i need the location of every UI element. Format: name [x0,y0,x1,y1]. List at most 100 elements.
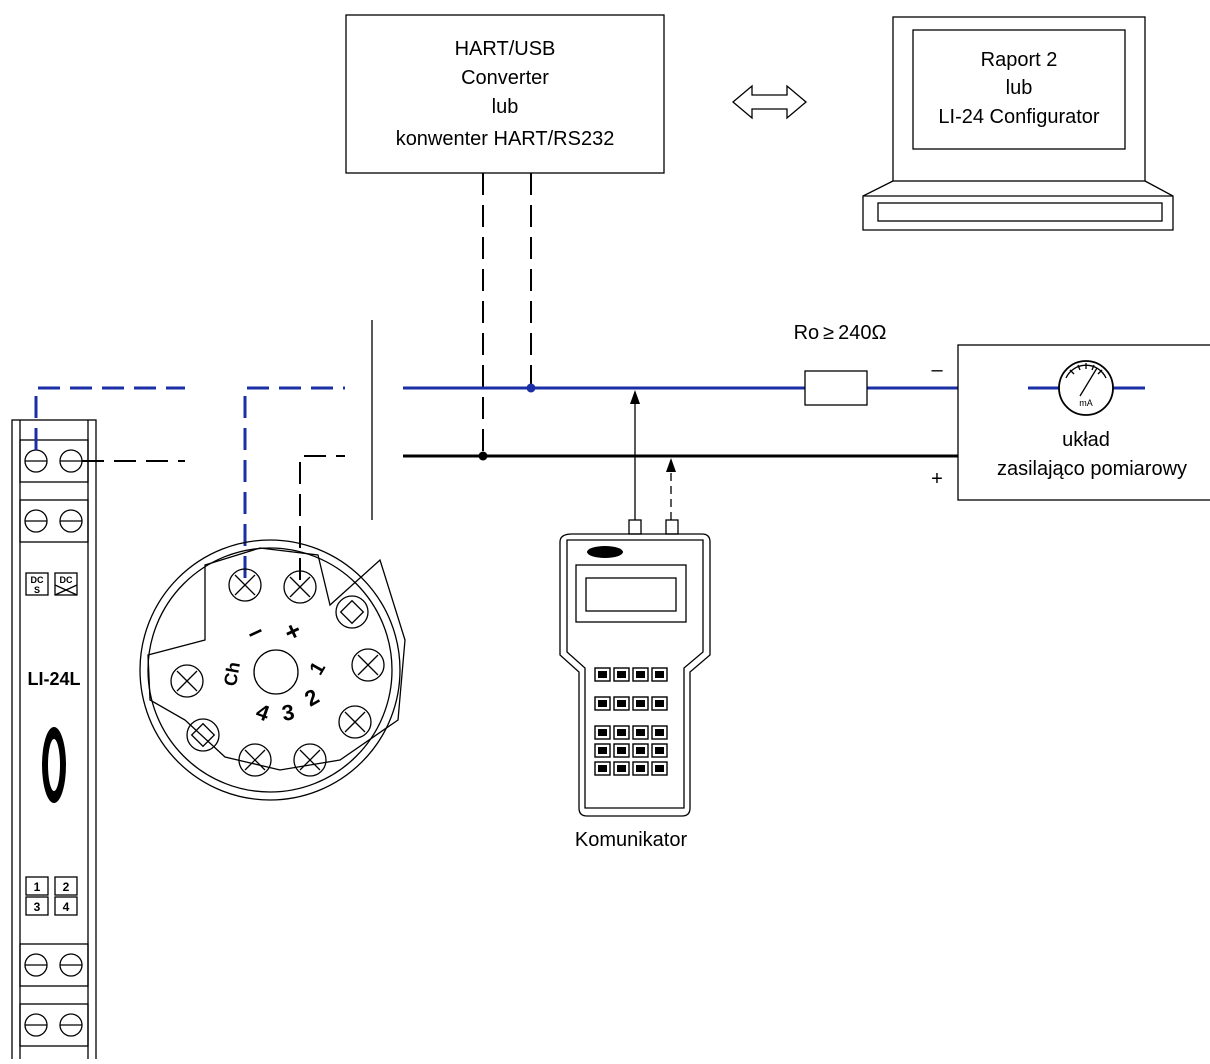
laptop-screen [892,16,1146,182]
head-insert-body [147,547,406,771]
communicator-jack-1 [628,519,642,535]
head-pin-4: 4 [253,699,274,727]
keypad-key-glyph [617,671,626,678]
probe-arrow-black [666,458,676,472]
converter-line-3: lub [492,96,519,118]
terminal-label-1 [25,876,49,896]
power-unit-line-2: zasilająco pomiarowy [997,458,1187,480]
module-brand-logo [42,727,66,803]
communicator-display-bezel [575,564,687,623]
head-pin-3: 3 [280,699,296,726]
meter-unit: mA [1079,398,1093,408]
keypad-key-glyph [598,700,607,707]
power-unit-frame [957,344,1210,501]
mount-screw-icon-2 [186,718,220,752]
bidirectional-arrow-icon [731,84,808,120]
dc-badge-1 [25,572,49,596]
head-screw-icons [170,568,385,777]
terminal-num-4: 4 [63,900,70,914]
keypad-key-glyph [636,671,645,678]
mount-screw-icon-1 [335,595,369,629]
terminal-num-3: 3 [34,900,41,914]
dc-badge-1-text: DC [31,575,44,585]
laptop-display [912,29,1126,150]
keypad-key-glyph [598,729,607,736]
terminal-block-bottom-2 [19,1003,89,1047]
converter-frame [345,14,665,174]
dc-badge-1-sub: S [34,585,40,595]
head-pin-2: 2 [300,684,323,712]
junction-dot-blue [526,383,536,393]
power-unit-line-1: układ [1062,429,1110,451]
keypad-key-glyph [655,700,664,707]
communicator-keypad [594,667,668,776]
terminal-block-top-2 [19,499,89,543]
probe-arrow-blue [630,390,640,404]
keypad-key-glyph [655,729,664,736]
milliammeter-icon [1058,360,1114,416]
terminal-label-3 [25,896,49,916]
keypad-key-glyph [598,765,607,772]
power-unit-plus: + [931,468,943,490]
hart-communicator [559,519,711,817]
converter-line-1: HART/USB [455,38,556,60]
head-ch-label: Ch [220,660,244,687]
head-inner-ring [147,547,393,793]
keypad-key-glyph [655,747,664,754]
communicator-logo [587,546,623,558]
keypad-key-glyph [598,671,607,678]
communicator-inner-outline [566,539,704,809]
laptop-line-1: Raport 2 [981,49,1058,71]
head-wire-black [299,455,345,580]
power-unit-minus: – [931,359,943,381]
dc-badge-2-text: DC [60,575,73,585]
keypad-key-glyph [655,671,664,678]
keypad-key-glyph [598,747,607,754]
converter-box: HART/USB Converter lub konwenter HART/RS… [345,14,665,174]
laptop-line-2: lub [1006,77,1033,99]
communicator-label: Komunikator [575,829,688,851]
head-center-hole [253,649,299,695]
converter-line-2: Converter [461,67,549,89]
power-unit: – + mA układ zasilająco pomiarowy [931,344,1210,501]
din-wire-blue [34,386,185,450]
keypad-key-glyph [617,765,626,772]
head-transmitter: – + Ch 1 2 3 4 [139,539,406,801]
keypad-key-glyph [636,700,645,707]
terminal-label-2 [54,876,78,896]
head-wire-blue [243,386,345,578]
keypad-key-glyph [636,747,645,754]
laptop: Raport 2 lub LI-24 Configurator [862,16,1174,231]
keypad-key-glyph [617,747,626,754]
keypad-key-glyph [617,729,626,736]
din-module-li24l: DC S DC LI-24L 1 2 3 4 [11,419,97,1061]
laptop-keyboard-slot [877,202,1163,222]
screw-icon-group [24,449,83,1037]
head-outer-ring [139,539,401,801]
head-pin-1: 1 [306,658,331,679]
keypad-key-glyph [636,765,645,772]
laptop-line-3: LI-24 Configurator [938,106,1100,128]
communicator-jack-2 [665,519,679,535]
communicator-display [585,577,677,612]
meter-needle [1079,367,1098,397]
terminal-label-4 [54,896,78,916]
laptop-base [862,180,1174,231]
keypad-key-glyph [617,700,626,707]
head-minus-label: – [242,614,268,647]
terminal-num-1: 1 [34,880,41,894]
terminal-block-bottom-1 [19,943,89,987]
terminal-num-2: 2 [63,880,70,894]
junction-dot-black [478,451,488,461]
resistor-label: Ro ≥ 240Ω [794,322,887,344]
converter-line-4: konwenter HART/RS232 [396,128,615,150]
keypad-key-glyph [636,729,645,736]
resistor [804,370,868,406]
module-name: LI-24L [27,669,80,689]
head-plus-label: + [279,614,305,648]
keypad-key-glyph [655,765,664,772]
communicator-body [559,533,711,817]
dc-badge-2 [54,572,78,596]
